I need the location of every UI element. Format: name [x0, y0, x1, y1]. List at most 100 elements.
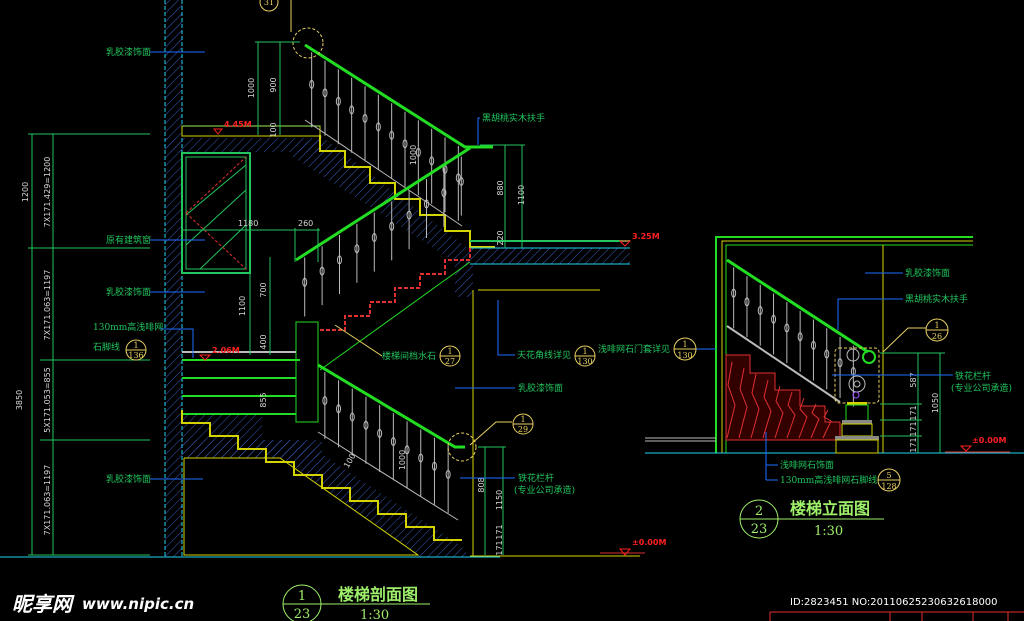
baluster-knob	[377, 428, 383, 438]
lower-flight-slab	[182, 440, 470, 557]
detail-circle	[292, 27, 324, 59]
baluster-knob	[824, 349, 830, 359]
baluster-knob	[336, 404, 342, 414]
callout-sheet: 26	[932, 332, 942, 341]
callout-num: 1	[934, 321, 939, 330]
middle-flight-steps	[320, 246, 471, 331]
section-title: 楼梯剖面图	[338, 585, 418, 604]
baluster-knob	[389, 130, 395, 140]
dim-587: 587	[909, 372, 918, 387]
dim-171: 171	[495, 540, 504, 555]
baluster-knob	[406, 210, 412, 220]
baluster-knob	[744, 297, 750, 307]
lower-handrail	[317, 363, 465, 449]
level-4-45: 4.45M	[224, 120, 252, 129]
baluster-knob	[390, 437, 396, 447]
elevation-handrail	[726, 258, 869, 354]
title-ref-sheet: 23	[294, 607, 311, 621]
detail-circle	[447, 432, 477, 462]
baluster-knob	[797, 332, 803, 342]
baluster-knob	[354, 244, 360, 254]
dim-5x-855: 5X171.053=855	[43, 367, 52, 433]
callout-num: 1	[682, 340, 687, 349]
stone-texture	[726, 361, 736, 439]
label-skirting-2: 石脚线	[93, 341, 120, 353]
dim-7x-1197a: 7X171.063=1197	[43, 270, 52, 341]
baluster-knob	[424, 199, 429, 209]
stone-texture	[786, 391, 796, 439]
baluster-knob	[445, 469, 451, 479]
label-water-stone: 楼梯间档水石	[382, 350, 436, 362]
newel-post	[295, 321, 319, 423]
elevation-balusters	[731, 267, 856, 407]
baluster-knob	[337, 255, 342, 265]
inner-dimensions	[182, 41, 525, 555]
dim-1000: 1000	[398, 450, 407, 470]
callout-elev-railing[interactable]: 1 26	[925, 318, 949, 342]
callout-elev-skirting[interactable]: 5 128	[877, 468, 901, 492]
callout-num: 1	[520, 415, 525, 424]
baluster-knob	[837, 358, 843, 368]
dim-1200: 1200	[21, 182, 30, 202]
baluster-knob	[771, 314, 777, 324]
stone-texture	[774, 385, 784, 439]
dim-855: 855	[259, 392, 268, 407]
baluster-knob	[757, 306, 763, 316]
baluster-knob	[375, 122, 381, 132]
label-latex-right: 乳胶漆饰面	[518, 382, 563, 394]
callout-railing[interactable]: 1 29	[512, 413, 534, 435]
baluster-knob	[319, 266, 325, 276]
level-3-25: 3.25M	[632, 232, 660, 241]
elevation-label-stone-face: 浅啡网石饰面	[780, 459, 834, 471]
level-2-06: 2.06M	[212, 346, 240, 355]
title-ref-number: 2	[755, 504, 763, 519]
dim-400: 400	[259, 334, 268, 349]
callout-elev-door-frame[interactable]: 1 130	[673, 337, 697, 361]
label-skirting-1: 130mm高浅啡网	[93, 321, 163, 333]
upper-balusters	[309, 52, 461, 221]
baluster-knob	[335, 96, 341, 106]
elevation-dimensions	[880, 352, 945, 453]
label-handrail: 黑胡桃实木扶手	[482, 112, 545, 124]
dim-1180: 1180	[238, 219, 258, 228]
baluster-knob	[441, 188, 447, 198]
label-latex-bottom: 乳胶漆饰面	[106, 473, 151, 485]
baluster-knob	[458, 177, 464, 186]
dim-3850: 3850	[15, 390, 24, 410]
callout-31-label: 31	[264, 0, 274, 7]
baluster-knob	[418, 453, 424, 463]
elevation-label-railing: 铁花栏杆	[955, 370, 991, 382]
elevation-level-ground: ±0.00M	[972, 436, 1006, 445]
leader-lines	[150, 51, 515, 480]
callout-ceiling[interactable]: 1 130	[574, 345, 596, 367]
dim-260: 260	[298, 219, 313, 228]
label-latex-mid: 乳胶漆饰面	[106, 286, 151, 298]
elevation-leaders	[696, 272, 953, 481]
callout-skirting[interactable]: 1 136	[125, 339, 147, 361]
callout-sheet: 128	[881, 482, 896, 491]
watermark-brand: 昵享网	[12, 592, 75, 616]
middle-balusters	[302, 156, 464, 317]
baluster-knob	[362, 113, 368, 123]
callout-water-stone[interactable]: 1 27	[439, 345, 461, 367]
section-view: 31	[0, 0, 666, 621]
title-table	[769, 611, 1024, 621]
section-scale: 1:30	[360, 608, 389, 621]
lower-flight-steps	[181, 410, 462, 541]
dim-220: 220	[496, 230, 505, 245]
callout-num: 5	[886, 471, 891, 480]
label-railing-note: (专业公司承造)	[514, 484, 575, 496]
dim-1150: 1150	[495, 490, 504, 510]
callout-sheet: 29	[518, 425, 528, 434]
elevation-scale: 1:30	[814, 524, 843, 539]
stone-texture	[810, 403, 820, 439]
wall-hatch	[165, 0, 182, 557]
dim-880: 880	[496, 180, 505, 195]
dim-171: 171	[495, 524, 504, 539]
callout-num: 1	[133, 341, 138, 350]
dim-171: 171	[909, 421, 918, 436]
image-id: ID:2823451 NO:20110625230632618000	[790, 597, 998, 608]
level-ground: ±0.00M	[632, 538, 666, 547]
baluster-knob	[784, 323, 790, 333]
window	[181, 152, 251, 274]
